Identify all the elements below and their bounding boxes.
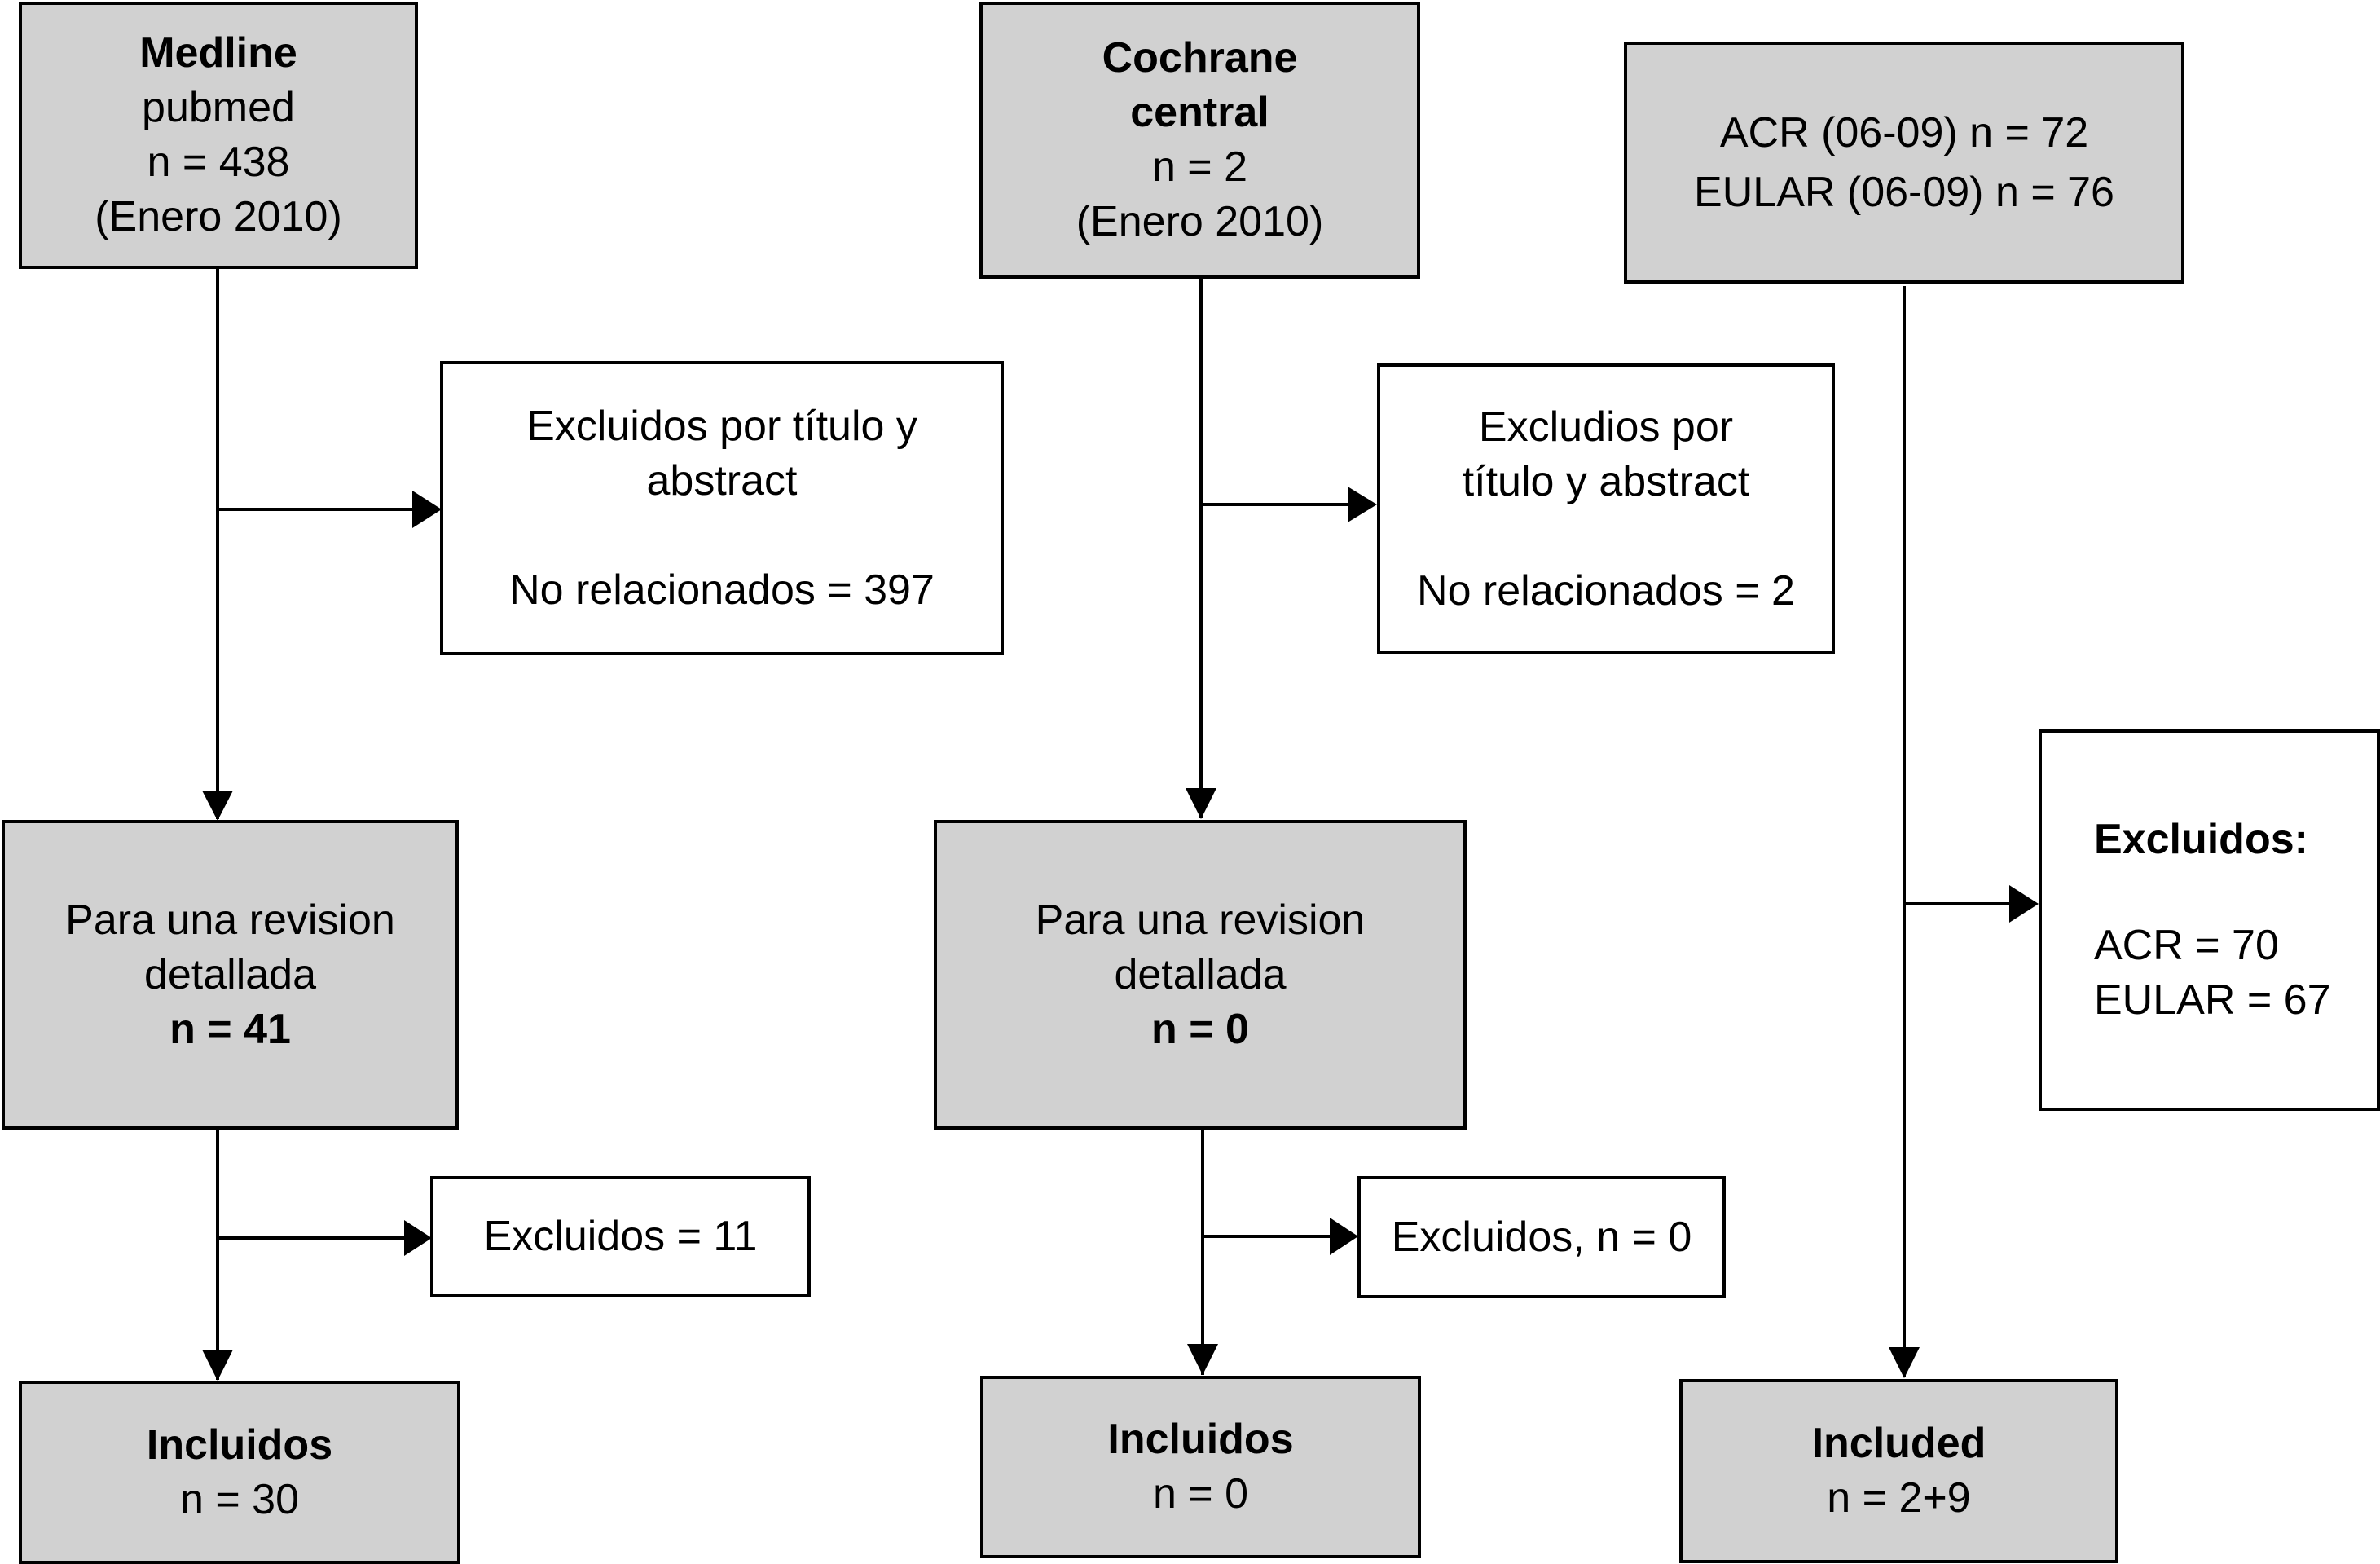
medline-platform: pubmed [142, 84, 295, 131]
cochrane-excluded-final: Excluidos, n = 0 [1391, 1213, 1692, 1261]
medline-excluded-title-line1: Excluidos por título y [526, 402, 917, 450]
arrowhead-cochrane-review-to-excluded [1330, 1218, 1358, 1255]
cochrane-source-box: Cochrane central n = 2 (Enero 2010) [979, 2, 1420, 279]
congress-included-label: Included [1811, 1420, 1986, 1467]
congress-exclusion-box: Excluidos: ACR = 70 EULAR = 67 [2039, 729, 2380, 1111]
medline-title-exclusion-box: Excluidos por título y abstract No relac… [440, 361, 1004, 655]
medline-db-name: Medline [139, 29, 297, 77]
medline-count: n = 438 [147, 139, 290, 186]
congress-source-box: ACR (06-09) n = 72 EULAR (06-09) n = 76 [1624, 42, 2184, 284]
medline-date: (Enero 2010) [95, 193, 342, 240]
cochrane-review-line1: Para una revision [1035, 896, 1366, 944]
cochrane-count: n = 2 [1151, 143, 1248, 191]
cochrane-review-box: Para una revision detallada n = 0 [934, 820, 1467, 1130]
medline-review-line1: Para una revision [65, 896, 395, 944]
arrowhead-cochrane-to-excluded [1348, 487, 1377, 522]
medline-excluded-final: Excluidos = 11 [483, 1213, 758, 1260]
cochrane-included-label: Incluidos [1107, 1416, 1294, 1463]
medline-included-count: n = 30 [179, 1475, 300, 1523]
congress-included-box: Included n = 2+9 [1679, 1379, 2118, 1563]
arrowhead-medline-to-excluded [412, 491, 442, 528]
cochrane-db-name-line2: central [1130, 89, 1269, 136]
medline-included-box: Incluidos n = 30 [19, 1381, 460, 1564]
cochrane-excluded-title-line2: título y abstract [1462, 457, 1750, 505]
arrowhead-cochrane-review-to-included [1187, 1344, 1218, 1375]
medline-excluded-unrelated: No relacionados = 397 [509, 566, 935, 614]
medline-source-box: Medline pubmed n = 438 (Enero 2010) [19, 2, 418, 269]
arrowhead-congress-to-included [1889, 1347, 1920, 1378]
medline-review-box: Para una revision detallada n = 41 [2, 820, 459, 1130]
medline-final-exclusion-box: Excluidos = 11 [430, 1176, 811, 1297]
cochrane-excluded-unrelated: No relacionados = 2 [1417, 566, 1795, 615]
congress-acr-count: ACR (06-09) n = 72 [1719, 108, 2089, 156]
congress-excluded-acr: ACR = 70 [2094, 922, 2279, 969]
cochrane-included-box: Incluidos n = 0 [980, 1376, 1421, 1558]
cochrane-db-name-line1: Cochrane [1102, 34, 1298, 82]
cochrane-final-exclusion-box: Excluidos, n = 0 [1357, 1176, 1726, 1298]
cochrane-date: (Enero 2010) [1076, 198, 1324, 245]
arrowhead-congress-to-excluded [2009, 885, 2039, 923]
congress-excluded-label: Excluidos: [2094, 816, 2308, 863]
medline-included-label: Incluidos [146, 1421, 333, 1469]
medline-excluded-title-line2: abstract [646, 456, 798, 504]
arrowhead-review-to-included [202, 1350, 233, 1381]
medline-review-line2: detallada [143, 950, 317, 998]
arrowhead-review-to-excluded [404, 1220, 432, 1256]
arrowhead-medline-to-review [202, 791, 233, 821]
medline-review-count: n = 41 [169, 1005, 291, 1053]
arrowhead-cochrane-to-review [1186, 788, 1216, 819]
cochrane-excluded-title-line1: Excludios por [1478, 403, 1734, 451]
congress-excluded-eular: EULAR = 67 [2094, 976, 2331, 1024]
cochrane-title-exclusion-box: Excludios por título y abstract No relac… [1377, 363, 1835, 654]
cochrane-included-count: n = 0 [1152, 1470, 1249, 1518]
cochrane-review-count: n = 0 [1151, 1005, 1249, 1053]
congress-included-count: n = 2+9 [1827, 1474, 1971, 1522]
congress-eular-count: EULAR (06-09) n = 76 [1694, 168, 2114, 216]
cochrane-review-line2: detallada [1114, 950, 1287, 998]
